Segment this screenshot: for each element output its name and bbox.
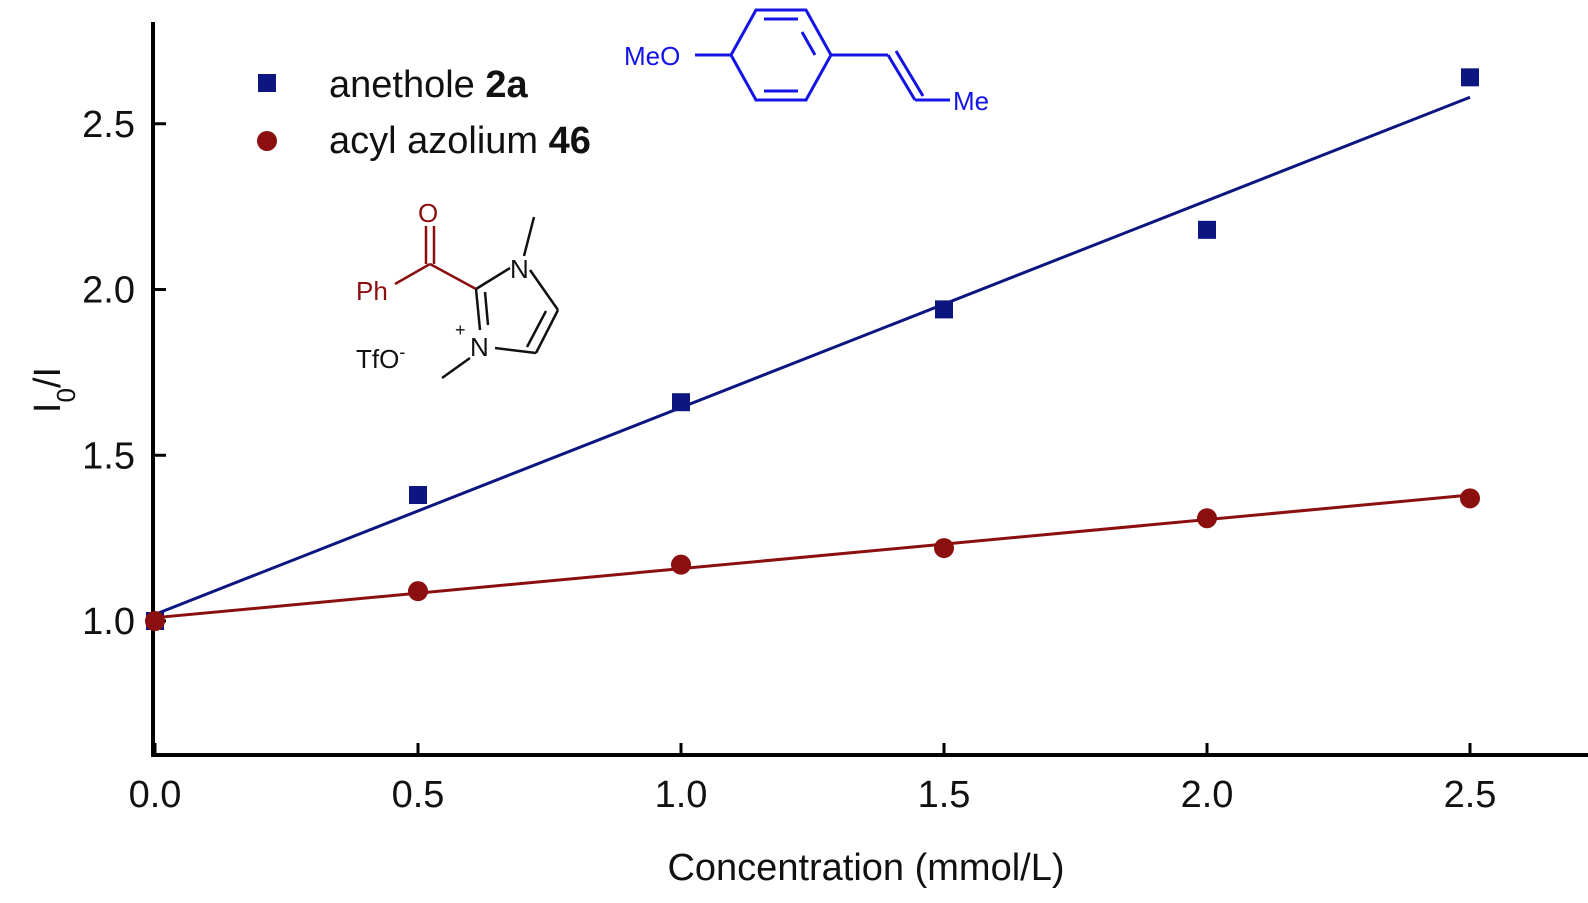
x-axis-title: Concentration (mmol/L) bbox=[667, 847, 1064, 889]
y-axis-title-main: I bbox=[27, 403, 69, 414]
fit-lines bbox=[154, 95, 1471, 620]
data-point-series-1 bbox=[408, 581, 428, 602]
legend-label-acyl-azolium: acyl azolium 46 bbox=[329, 120, 591, 162]
fit-line-series-1 bbox=[154, 493, 1471, 620]
data-point-series-0 bbox=[1461, 68, 1479, 87]
legend: anethole 2a acyl azolium 46 bbox=[257, 64, 591, 162]
data-point-series-0 bbox=[672, 393, 690, 412]
x-tick-label: 1.0 bbox=[655, 774, 708, 816]
acyl-azolium-n1-label: N bbox=[510, 254, 529, 284]
data-point-series-1 bbox=[934, 538, 954, 559]
acyl-azolium-phenyl-label: Ph bbox=[356, 276, 388, 306]
data-point-series-1 bbox=[671, 554, 691, 575]
legend-marker-anethole bbox=[258, 74, 276, 92]
y-tick-label: 2.5 bbox=[82, 104, 135, 146]
x-tick-label: 0.0 bbox=[129, 774, 182, 816]
acyl-azolium-structure bbox=[394, 216, 560, 380]
acyl-azolium-charge-label: + bbox=[455, 320, 466, 340]
anethole-benzene-ring bbox=[729, 8, 833, 102]
legend-label-anethole: anethole 2a bbox=[329, 64, 529, 106]
legend-marker-acyl-azolium bbox=[257, 131, 277, 151]
y-tick-label: 1.5 bbox=[82, 435, 135, 477]
data-point-series-0 bbox=[409, 486, 427, 505]
x-tick-label: 0.5 bbox=[392, 774, 445, 816]
y-tick-label: 1.0 bbox=[82, 601, 135, 643]
y-axis-title-subscript: 0 bbox=[51, 388, 81, 402]
x-tick-label: 2.0 bbox=[1181, 774, 1234, 816]
y-axis-title: I0/I bbox=[27, 367, 81, 413]
x-tick-label: 1.5 bbox=[918, 774, 971, 816]
y-axis-title-rest: /I bbox=[27, 367, 69, 388]
anethole-methoxy-label: MeO bbox=[624, 41, 680, 71]
data-point-series-0 bbox=[935, 300, 953, 319]
data-point-series-1 bbox=[145, 611, 165, 631]
data-point-series-0 bbox=[1198, 220, 1216, 239]
axis-ticks: 0.0 0.5 1.0 1.5 2.0 2.5 1.0 1.5 2.0 2.5 bbox=[82, 104, 1496, 816]
data-point-series-1 bbox=[1197, 508, 1217, 529]
fit-line-series-0 bbox=[154, 95, 1471, 616]
data-markers bbox=[145, 68, 1480, 631]
data-point-series-1 bbox=[1460, 488, 1480, 509]
y-tick-label: 2.0 bbox=[82, 270, 135, 312]
x-tick-label: 2.5 bbox=[1444, 774, 1497, 816]
acyl-azolium-n3-label: N bbox=[470, 332, 489, 362]
acyl-azolium-oxygen-label: O bbox=[418, 198, 438, 228]
acyl-azolium-counterion-label: TfO- bbox=[356, 342, 405, 374]
anethole-methyl-label: Me bbox=[953, 86, 989, 116]
anethole-structure bbox=[695, 8, 950, 102]
